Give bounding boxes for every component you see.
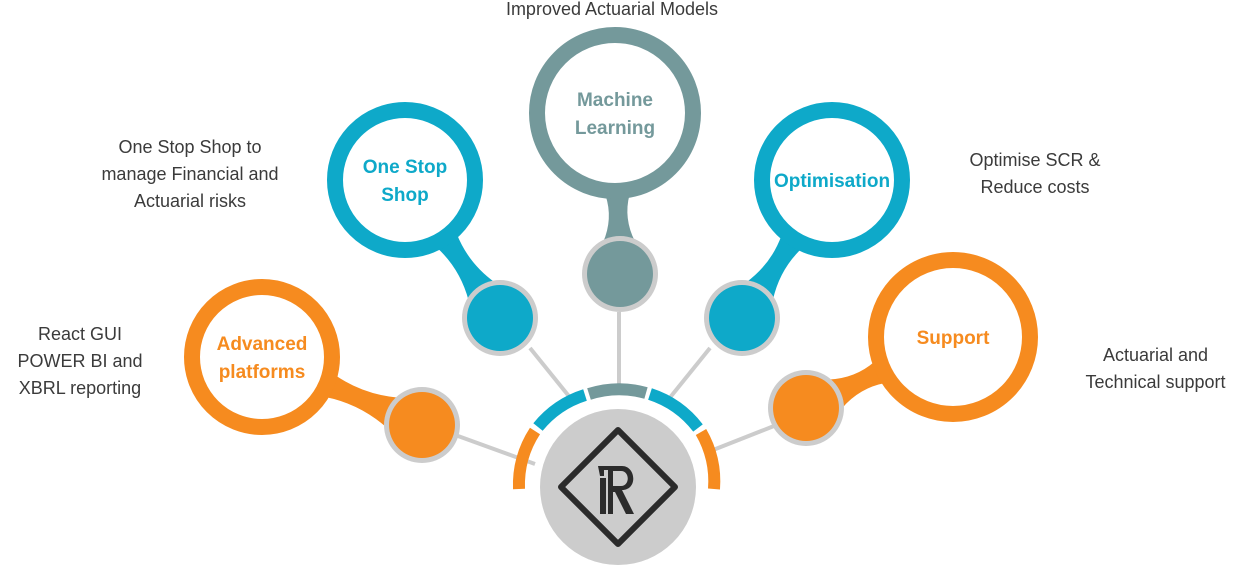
node-ball bbox=[709, 285, 775, 351]
node-ball bbox=[467, 285, 533, 351]
node-advanced: Advanced platforms bbox=[184, 279, 460, 463]
node-ring bbox=[868, 252, 1038, 422]
desc-line: Technical support bbox=[1085, 372, 1226, 392]
node-neck bbox=[603, 194, 635, 243]
node-title-line: Machine bbox=[577, 90, 653, 111]
center-hub bbox=[540, 409, 696, 565]
node-ring bbox=[529, 27, 701, 199]
node-title-line: Shop bbox=[381, 185, 429, 206]
connector-onestop bbox=[528, 346, 574, 402]
arc-segment-right-mid bbox=[647, 388, 703, 432]
arc-segment-top bbox=[587, 383, 648, 400]
node-title-line: Learning bbox=[575, 118, 655, 139]
node-ring bbox=[327, 102, 483, 258]
desc-optimisation: Optimise SCR & Reduce costs bbox=[940, 147, 1130, 201]
arc-segment-right bbox=[695, 428, 721, 490]
desc-line: Actuarial risks bbox=[133, 191, 247, 211]
node-ring bbox=[184, 279, 340, 435]
node-title-line: Advanced bbox=[217, 334, 308, 355]
center-arc bbox=[512, 383, 721, 490]
node-ball bbox=[389, 392, 455, 458]
desc-line: manage Financial and bbox=[101, 164, 279, 184]
arc-segment-left-mid bbox=[533, 389, 587, 431]
desc-line: XBRL reporting bbox=[18, 378, 142, 398]
node-title-line: One Stop bbox=[363, 157, 447, 178]
desc-line: Reduce costs bbox=[980, 177, 1090, 197]
desc-line: React GUI bbox=[37, 324, 123, 344]
node-neck bbox=[325, 374, 399, 428]
node-title-line: Support bbox=[917, 328, 990, 349]
arc-segment-left bbox=[512, 427, 541, 490]
desc-line: One Stop Shop to bbox=[118, 137, 262, 157]
desc-line: POWER BI and bbox=[17, 351, 143, 371]
node-neck bbox=[746, 235, 802, 300]
desc-line: Optimise SCR & bbox=[969, 150, 1101, 170]
connector-support bbox=[707, 424, 775, 454]
desc-ml: Improved Actuarial Models bbox=[462, 0, 762, 23]
connector-optimisation bbox=[666, 346, 712, 402]
node-ball bbox=[587, 241, 653, 307]
desc-line: Improved Actuarial Models bbox=[505, 0, 719, 19]
desc-line: Actuarial and bbox=[1102, 345, 1209, 365]
node-title-line: Optimisation bbox=[774, 171, 890, 192]
node-neck bbox=[437, 234, 496, 301]
node-ball bbox=[773, 375, 839, 441]
node-optimisation: Optimisation bbox=[704, 102, 910, 356]
node-title-line: platforms bbox=[219, 362, 306, 383]
node-support: Support bbox=[768, 252, 1038, 446]
rp-diamond-logo-icon bbox=[558, 427, 678, 547]
node-ring bbox=[754, 102, 910, 258]
